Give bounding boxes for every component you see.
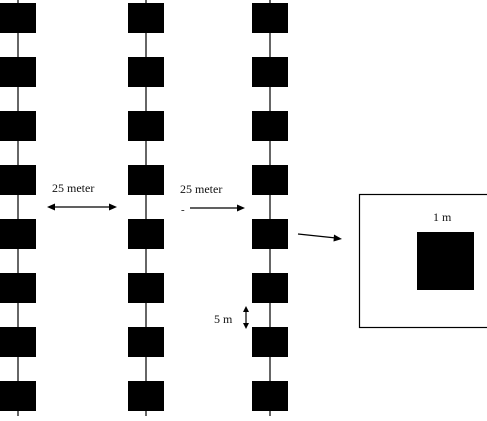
plot-square-c3-4 bbox=[252, 165, 288, 195]
plot-square-c2-4 bbox=[128, 165, 164, 195]
plot-square-c1-5 bbox=[0, 219, 36, 249]
detail-plot-square bbox=[417, 232, 474, 290]
spacing-label-left: 25 meter bbox=[52, 181, 94, 195]
plot-square-c3-2 bbox=[252, 57, 288, 87]
detail-pointer-arrow bbox=[298, 234, 342, 242]
plot-square-c2-7 bbox=[128, 327, 164, 357]
plot-column-3 bbox=[252, 0, 288, 416]
pointer-arrowhead bbox=[334, 235, 343, 242]
pointer-arrow-line bbox=[298, 234, 336, 238]
plot-square-c3-7 bbox=[252, 327, 288, 357]
plot-square-c2-6 bbox=[128, 273, 164, 303]
plot-detail-inset: 1 m bbox=[360, 195, 487, 328]
spacing-label-right: 25 meter bbox=[180, 182, 222, 196]
plot-square-c2-5 bbox=[128, 219, 164, 249]
plot-square-c1-1 bbox=[0, 3, 36, 33]
spacing-annotation-right: 25 meter - bbox=[180, 182, 245, 216]
arrowhead-left-end bbox=[109, 204, 117, 211]
gap-arrowhead-up bbox=[243, 306, 249, 312]
plot-square-c2-3 bbox=[128, 111, 164, 141]
spacing-annotation-left: 25 meter bbox=[47, 181, 117, 211]
plot-square-c2-8 bbox=[128, 381, 164, 411]
plot-square-c1-6 bbox=[0, 273, 36, 303]
plot-square-c2-2 bbox=[128, 57, 164, 87]
plot-square-c1-8 bbox=[0, 381, 36, 411]
plot-square-c2-1 bbox=[128, 3, 164, 33]
plot-gap-annotation: 5 m bbox=[214, 306, 249, 329]
plot-gap-label: 5 m bbox=[214, 312, 233, 326]
plot-square-c3-8 bbox=[252, 381, 288, 411]
plot-square-c1-4 bbox=[0, 165, 36, 195]
arrowhead-right bbox=[237, 205, 245, 212]
arrowhead-left-start bbox=[47, 204, 55, 211]
plot-column-1 bbox=[0, 0, 36, 416]
plot-column-2 bbox=[128, 0, 164, 416]
plot-square-c1-7 bbox=[0, 327, 36, 357]
dash-mark: - bbox=[181, 204, 185, 216]
plot-square-c3-6 bbox=[252, 273, 288, 303]
plot-size-label: 1 m bbox=[433, 210, 452, 224]
gap-arrowhead-down bbox=[243, 323, 249, 329]
plot-square-c3-3 bbox=[252, 111, 288, 141]
plot-square-c1-3 bbox=[0, 111, 36, 141]
plot-square-c1-2 bbox=[0, 57, 36, 87]
plot-square-c3-1 bbox=[252, 3, 288, 33]
plot-square-c3-5 bbox=[252, 219, 288, 249]
